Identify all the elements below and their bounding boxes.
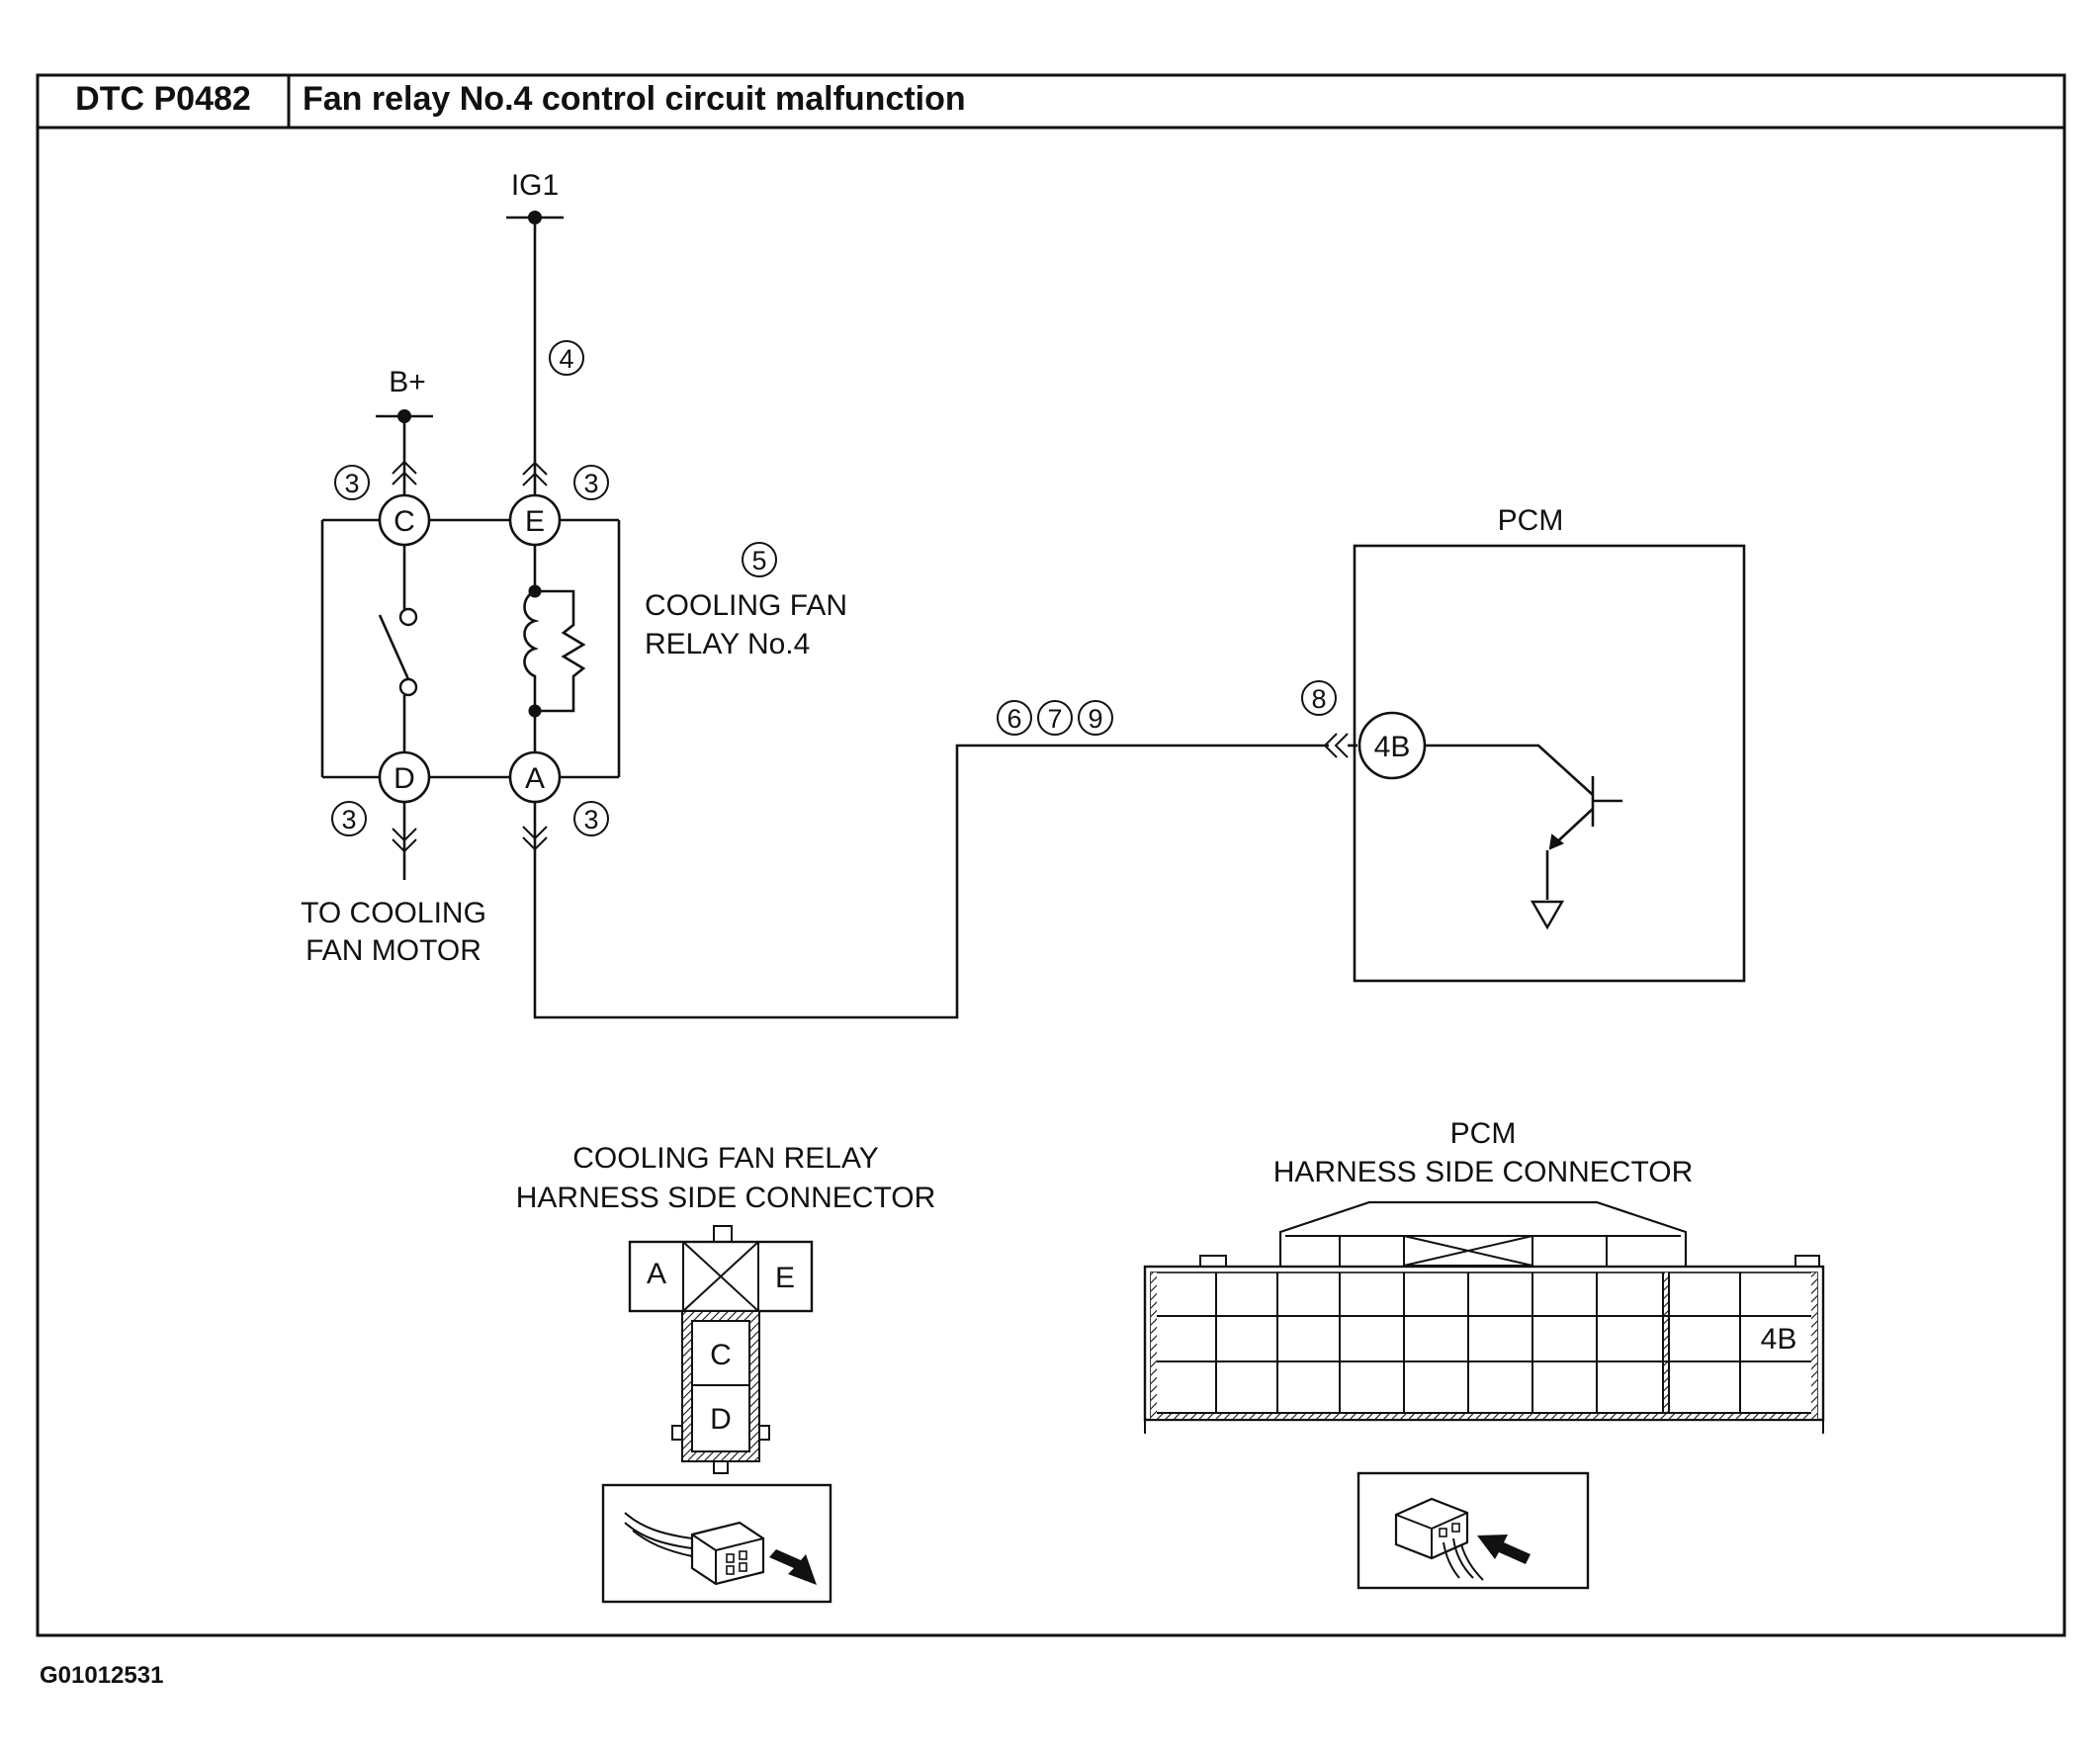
pcm-connector-title-line1: PCM bbox=[1450, 1117, 1517, 1150]
to-motor-line2: FAN MOTOR bbox=[306, 934, 481, 967]
relay-connector-pin-d: D bbox=[710, 1403, 732, 1436]
relay-connector-pin-c: C bbox=[710, 1339, 732, 1371]
svg-text:5: 5 bbox=[751, 546, 766, 575]
relay-pin-d: D bbox=[378, 750, 431, 804]
svg-text:3: 3 bbox=[341, 805, 356, 834]
relay-connector-view-icon bbox=[601, 1483, 832, 1604]
relay-name-line2: RELAY No.4 bbox=[645, 628, 810, 660]
relay-connector-pin-a: A bbox=[647, 1258, 666, 1290]
relay-connector-pin-e: E bbox=[775, 1262, 795, 1294]
cooling-fan-relay-circuit bbox=[320, 211, 1357, 1019]
pcm-label: PCM bbox=[1498, 504, 1564, 537]
svg-text:8: 8 bbox=[1311, 684, 1326, 714]
pcm-connector-face bbox=[1143, 1200, 1825, 1434]
pcm-block: 4B bbox=[1353, 544, 1746, 983]
dtc-code: DTC P0482 bbox=[75, 80, 251, 118]
svg-text:6: 6 bbox=[1006, 704, 1021, 734]
step-4: 4 bbox=[549, 340, 584, 376]
step-6: 6 bbox=[997, 700, 1032, 736]
svg-text:3: 3 bbox=[344, 469, 359, 498]
relay-connector-title-line2: HARNESS SIDE CONNECTOR bbox=[516, 1182, 936, 1214]
pcm-pin-4b: 4B bbox=[1374, 731, 1411, 763]
diagram-frame bbox=[36, 73, 2066, 1637]
to-motor-line1: TO COOLING bbox=[301, 897, 486, 929]
svg-text:C: C bbox=[394, 505, 415, 538]
dtc-description: Fan relay No.4 control circuit malfuncti… bbox=[303, 80, 966, 118]
svg-text:A: A bbox=[525, 762, 545, 795]
svg-text:7: 7 bbox=[1047, 704, 1062, 734]
ig1-label: IG1 bbox=[511, 169, 559, 202]
pcm-connector-title-line2: HARNESS SIDE CONNECTOR bbox=[1273, 1156, 1694, 1188]
svg-text:E: E bbox=[525, 505, 545, 538]
relay-pin-c: C bbox=[378, 493, 431, 547]
relay-pin-a: A bbox=[508, 750, 562, 804]
relay-connector-face bbox=[628, 1225, 814, 1474]
step-5: 5 bbox=[742, 542, 777, 577]
svg-text:3: 3 bbox=[583, 805, 598, 834]
relay-name-line1: COOLING FAN bbox=[645, 589, 847, 622]
pcm-connector-pin-4b: 4B bbox=[1761, 1323, 1797, 1356]
step-3-d: 3 bbox=[331, 801, 367, 836]
svg-text:D: D bbox=[394, 762, 415, 795]
step-3-c: 3 bbox=[334, 465, 370, 500]
bplus-label: B+ bbox=[389, 366, 426, 398]
pcm-connector-view-icon bbox=[1356, 1471, 1590, 1590]
relay-pin-e: E bbox=[508, 493, 562, 547]
step-7: 7 bbox=[1037, 700, 1073, 736]
step-8: 8 bbox=[1301, 680, 1337, 716]
step-3-a: 3 bbox=[573, 801, 609, 836]
step-3-e: 3 bbox=[573, 465, 609, 500]
step-9: 9 bbox=[1078, 700, 1113, 736]
relay-connector-title-line1: COOLING FAN RELAY bbox=[572, 1142, 879, 1175]
figure-id: G01012531 bbox=[40, 1662, 163, 1689]
svg-text:3: 3 bbox=[583, 469, 598, 498]
svg-text:9: 9 bbox=[1088, 704, 1102, 734]
svg-text:4: 4 bbox=[559, 344, 573, 374]
